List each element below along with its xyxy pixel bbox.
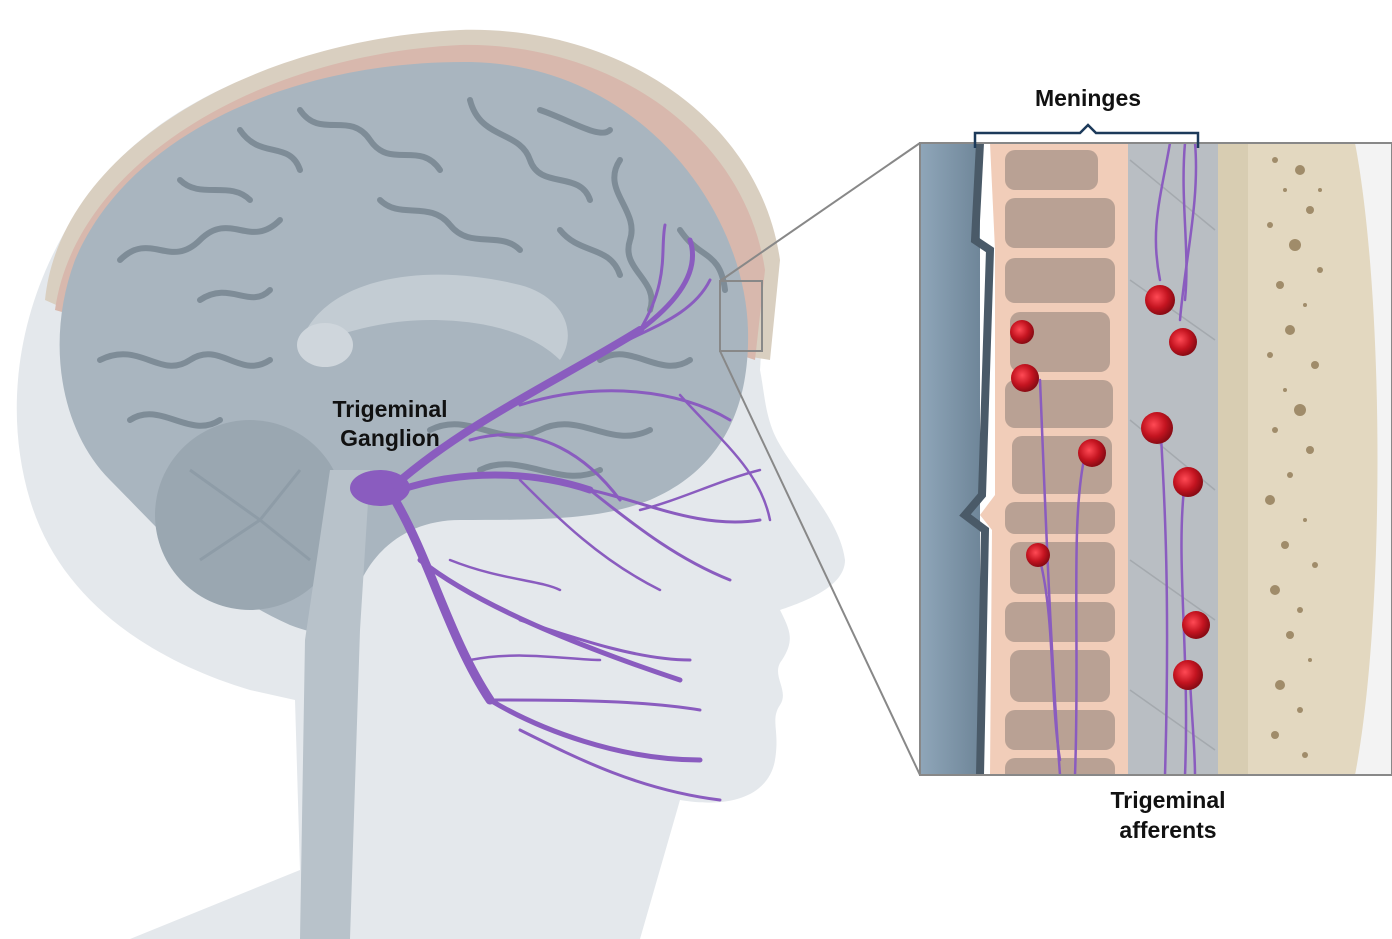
trigeminal-ganglion-label-line2: Ganglion (340, 425, 440, 451)
vessel (1182, 611, 1210, 639)
vessel (1173, 660, 1203, 690)
vessel (1078, 439, 1106, 467)
trabeculae-compartments (1005, 150, 1115, 788)
vessel (1141, 412, 1173, 444)
vessel (1169, 328, 1197, 356)
meninges-inset (920, 143, 1392, 788)
arachnoid-layer (1128, 143, 1218, 775)
vessel (1011, 364, 1039, 392)
meninges-label: Meninges (1035, 85, 1141, 111)
brain-surface-layer (920, 143, 980, 775)
vessel (1173, 467, 1203, 497)
vessel (1026, 543, 1050, 567)
trigeminal-afferents-label-line1: Trigeminal (1110, 787, 1225, 813)
vessel (1145, 285, 1175, 315)
vessel (1010, 320, 1034, 344)
ventricle (297, 323, 353, 367)
bone-inner-table (1218, 143, 1248, 775)
trigeminal-afferents-label-line2: afferents (1119, 817, 1216, 843)
trigeminal-ganglion-label-line1: Trigeminal (332, 396, 447, 422)
